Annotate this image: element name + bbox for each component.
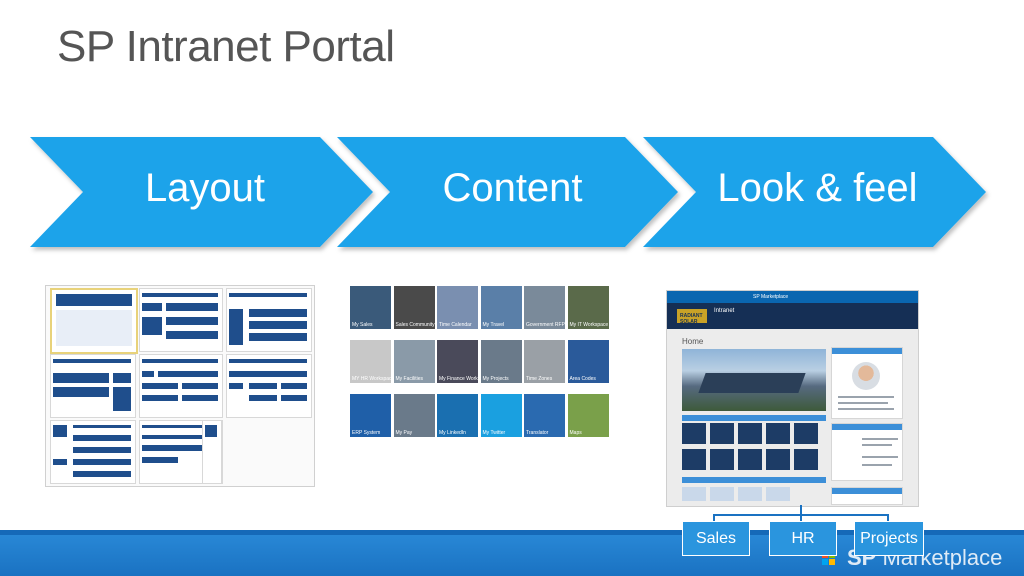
step-label-look-feel: Look & feel (717, 166, 918, 210)
hr-button[interactable]: HR (769, 521, 837, 556)
content-tile-label: My Sales (352, 322, 373, 328)
content-tile: Government RFPs (524, 286, 565, 329)
content-tile: ERP System (350, 394, 391, 437)
process-chevrons (30, 137, 986, 247)
announcements-panel (831, 423, 903, 481)
layout-template-1 (50, 288, 138, 354)
projects-button[interactable]: Projects (854, 521, 924, 556)
featured-panel (831, 347, 903, 419)
content-tile: Translator (524, 394, 565, 437)
content-tile: My Finance Workspace (437, 340, 478, 383)
content-tile: Time Calendar (437, 286, 478, 329)
layout-template-9 (202, 420, 222, 484)
content-tile-label: My Facilities (395, 376, 424, 382)
content-tile-label: Government RFPs (526, 322, 565, 328)
site-topbar-title: SP Marketplace (753, 294, 789, 300)
site-logo: RADIANT SOLAR (677, 309, 707, 325)
content-tile: My Travel (480, 286, 522, 329)
content-tile-label: Maps (569, 430, 582, 436)
step-label-content: Content (442, 166, 583, 210)
content-tile-label: My LinkedIn (439, 430, 466, 436)
content-tile-label: My Twitter (482, 430, 506, 436)
layout-template-2 (139, 288, 223, 352)
layout-template-4 (50, 354, 136, 418)
site-home-heading: Home (682, 337, 704, 346)
campus-photo (682, 349, 826, 411)
content-tile-label: Time Zones (526, 376, 553, 382)
content-tile: My Pay (393, 394, 435, 437)
content-tile-label: MY HR Workspace (352, 376, 391, 382)
layout-template-7 (50, 420, 136, 484)
content-tile: My Sales (350, 286, 391, 329)
content-tiles-image: My Sales Sales Community Time Calendar My T… (350, 286, 612, 438)
layout-template-6 (226, 354, 312, 418)
site-header: RADIANT SOLAR Intranet (667, 303, 918, 329)
content-tile: Area Codes (567, 340, 609, 383)
content-tile: Sales Community (393, 286, 435, 329)
person-photo (852, 362, 880, 390)
content-tile: My IT Workspace (567, 286, 609, 329)
section-bar (682, 415, 826, 421)
content-tile-label: Sales Community (395, 322, 435, 328)
content-tile-label: Time Calendar (439, 322, 472, 328)
layout-template-5 (139, 354, 223, 418)
content-tile: My Twitter (480, 394, 522, 437)
chevron-look-feel (643, 137, 986, 247)
slide-title: SP Intranet Portal (57, 22, 395, 71)
step-label-layout: Layout (144, 166, 266, 210)
content-tile: MY HR Workspace (350, 340, 391, 383)
sales-button[interactable]: Sales (682, 521, 750, 556)
chevron-content (337, 137, 678, 247)
content-tile-label: My Travel (482, 322, 505, 328)
events-panel (831, 487, 903, 505)
content-tile: My Facilities (393, 340, 435, 383)
content-tile: Time Zones (524, 340, 565, 383)
content-tile: My Projects (480, 340, 522, 383)
content-tile-label: Translator (526, 430, 549, 436)
site-topbar: SP Marketplace (667, 291, 918, 303)
connector-line (800, 505, 802, 515)
footer-bar (0, 530, 1024, 576)
chevron-layout (30, 137, 373, 247)
content-tile-label: ERP System (352, 430, 381, 436)
content-tile-label: My Pay (395, 430, 413, 436)
layout-templates-image (45, 285, 315, 487)
intranet-site-preview: SP Marketplace RADIANT SOLAR Intranet Ho… (666, 290, 919, 507)
content-tile-label: My Finance Workspace (439, 376, 478, 382)
content-tile: Maps (567, 394, 609, 437)
layout-template-3 (226, 288, 312, 352)
content-tile-label: My Projects (482, 376, 509, 382)
content-tile-label: Area Codes (569, 376, 596, 382)
content-tile: My LinkedIn (437, 394, 478, 437)
site-intranet-label: Intranet (714, 308, 735, 314)
content-tile-label: My IT Workspace (569, 322, 609, 328)
